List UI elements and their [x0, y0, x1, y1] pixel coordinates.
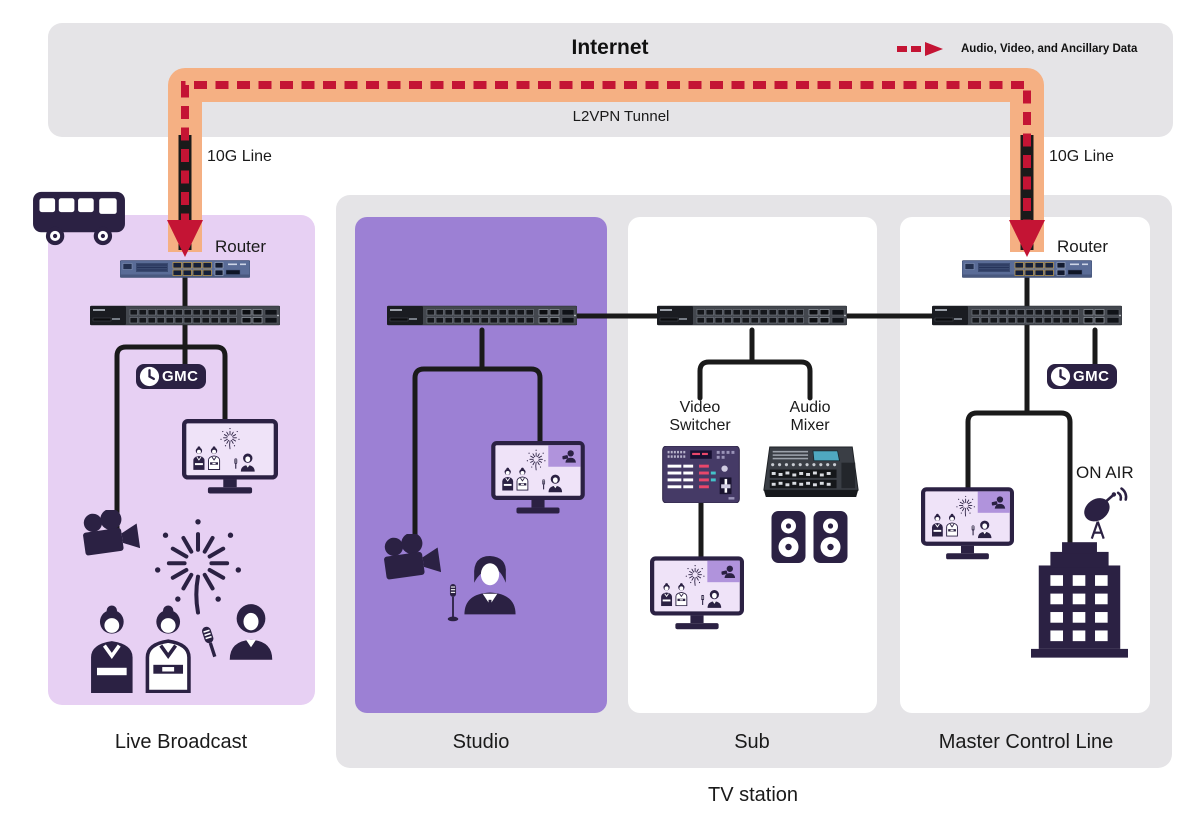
studio-camera-icon [381, 534, 441, 582]
broadcast-building-icon [1031, 536, 1128, 658]
sub-tv-monitor [650, 556, 744, 630]
master-gmc-label: GMC [1073, 368, 1110, 385]
live-tv-monitor [182, 419, 278, 494]
master-tv-monitor [921, 487, 1014, 560]
master-router-label: Router [1057, 237, 1109, 256]
connector-lines [114, 275, 1098, 567]
on-air-label: ON AIR [1076, 463, 1134, 482]
video-switcher-device [662, 446, 740, 503]
dashed-arrow-icon [897, 42, 943, 56]
master-router-device [962, 258, 1092, 281]
reporter-icon [226, 600, 276, 662]
tunnel-dashed-line [181, 81, 1031, 248]
live-gmc-label: GMC [162, 368, 199, 385]
presenter-icon [462, 553, 518, 615]
studio-tv-monitor [491, 441, 585, 514]
audio-mixer-label-line2: Mixer [790, 417, 830, 434]
clock-icon [1049, 365, 1072, 388]
speaker-left-icon [771, 511, 806, 563]
tv-station-label: TV station [707, 784, 799, 806]
live-gmc-badge: GMC [136, 364, 206, 389]
l2vpn-tunnel-label: L2VPN Tunnel [572, 108, 670, 125]
speaker-right-icon [813, 511, 848, 563]
master-switch-device [932, 304, 1122, 327]
right-arrow-down-icon [1009, 220, 1045, 257]
studio-switch-device [387, 304, 577, 327]
satellite-dish-icon [1076, 486, 1128, 542]
kimono-women-icon [88, 604, 192, 693]
legend-label: Audio, Video, and Ancillary Data [961, 43, 1138, 55]
right-10g-line-label: 10G Line [1049, 148, 1114, 165]
studio-label: Studio [452, 731, 510, 753]
bus-icon [33, 190, 125, 247]
live-camera-icon [80, 510, 140, 558]
legend: Audio, Video, and Ancillary Data [897, 42, 1137, 56]
video-switcher-label-line2: Switcher [669, 417, 731, 434]
audio-mixer-label: Audio Mixer [790, 399, 831, 435]
left-arrow-down-icon [167, 220, 203, 257]
live-router-label: Router [215, 237, 267, 256]
master-control-line-label: Master Control Line [938, 731, 1114, 753]
master-gmc-badge: GMC [1047, 364, 1117, 389]
video-switcher-label-line1: Video [679, 399, 721, 416]
sub-label: Sub [734, 731, 770, 753]
live-broadcast-label: Live Broadcast [114, 731, 248, 753]
live-router-device [120, 258, 250, 281]
sub-switch-device [657, 304, 847, 327]
internet-title: Internet [571, 36, 649, 59]
video-switcher-label: Video Switcher [669, 399, 730, 435]
stand-microphone-icon [444, 584, 462, 622]
audio-mixer-label-line1: Audio [789, 399, 831, 416]
live-switch-device [90, 304, 280, 327]
clock-icon [138, 365, 161, 388]
left-10g-line-label: 10G Line [207, 148, 272, 165]
audio-mixer-device [763, 445, 859, 500]
